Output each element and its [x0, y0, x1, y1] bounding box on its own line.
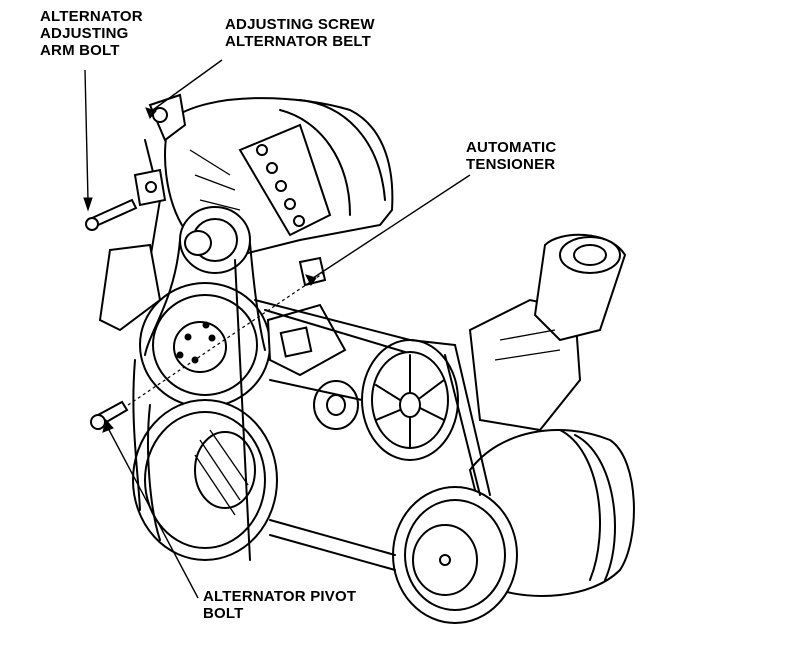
label-alternator-adjusting-arm-bolt: ALTERNATOR ADJUSTING ARM BOLT [40, 8, 143, 59]
alternator [98, 93, 394, 332]
label-line: ALTERNATOR PIVOT [203, 588, 357, 605]
label-automatic-tensioner: AUTOMATIC TENSIONER [466, 139, 556, 173]
automatic-tensioner [266, 256, 359, 430]
label-line: TENSIONER [466, 156, 556, 173]
ac-compressor [392, 429, 635, 624]
power-steering-pump [468, 233, 627, 432]
crank-damper [139, 282, 271, 408]
label-line: BOLT [203, 605, 244, 622]
alternator-adjusting-arm-bolt-icon [85, 198, 138, 231]
label-alternator-pivot-bolt: ALTERNATOR PIVOT BOLT [203, 588, 356, 622]
leader-lines [83, 59, 471, 599]
label-line: ALTERNATOR [40, 8, 143, 25]
label-adjusting-screw-alternator-belt: ADJUSTING SCREW ALTERNATOR BELT [225, 16, 375, 50]
drive-belts [132, 239, 491, 571]
power-steering-pulley [361, 339, 459, 461]
lower-pulley [132, 399, 278, 561]
label-line: ALTERNATOR BELT [225, 33, 372, 50]
pivot-axis-line [127, 271, 326, 406]
label-line: AUTOMATIC [466, 139, 557, 156]
label-line: ADJUSTING [40, 25, 129, 42]
alternator-pivot-bolt-icon [90, 400, 129, 430]
label-line: ADJUSTING SCREW [225, 16, 375, 33]
bolts [85, 198, 138, 430]
label-line: ARM BOLT [40, 42, 120, 59]
